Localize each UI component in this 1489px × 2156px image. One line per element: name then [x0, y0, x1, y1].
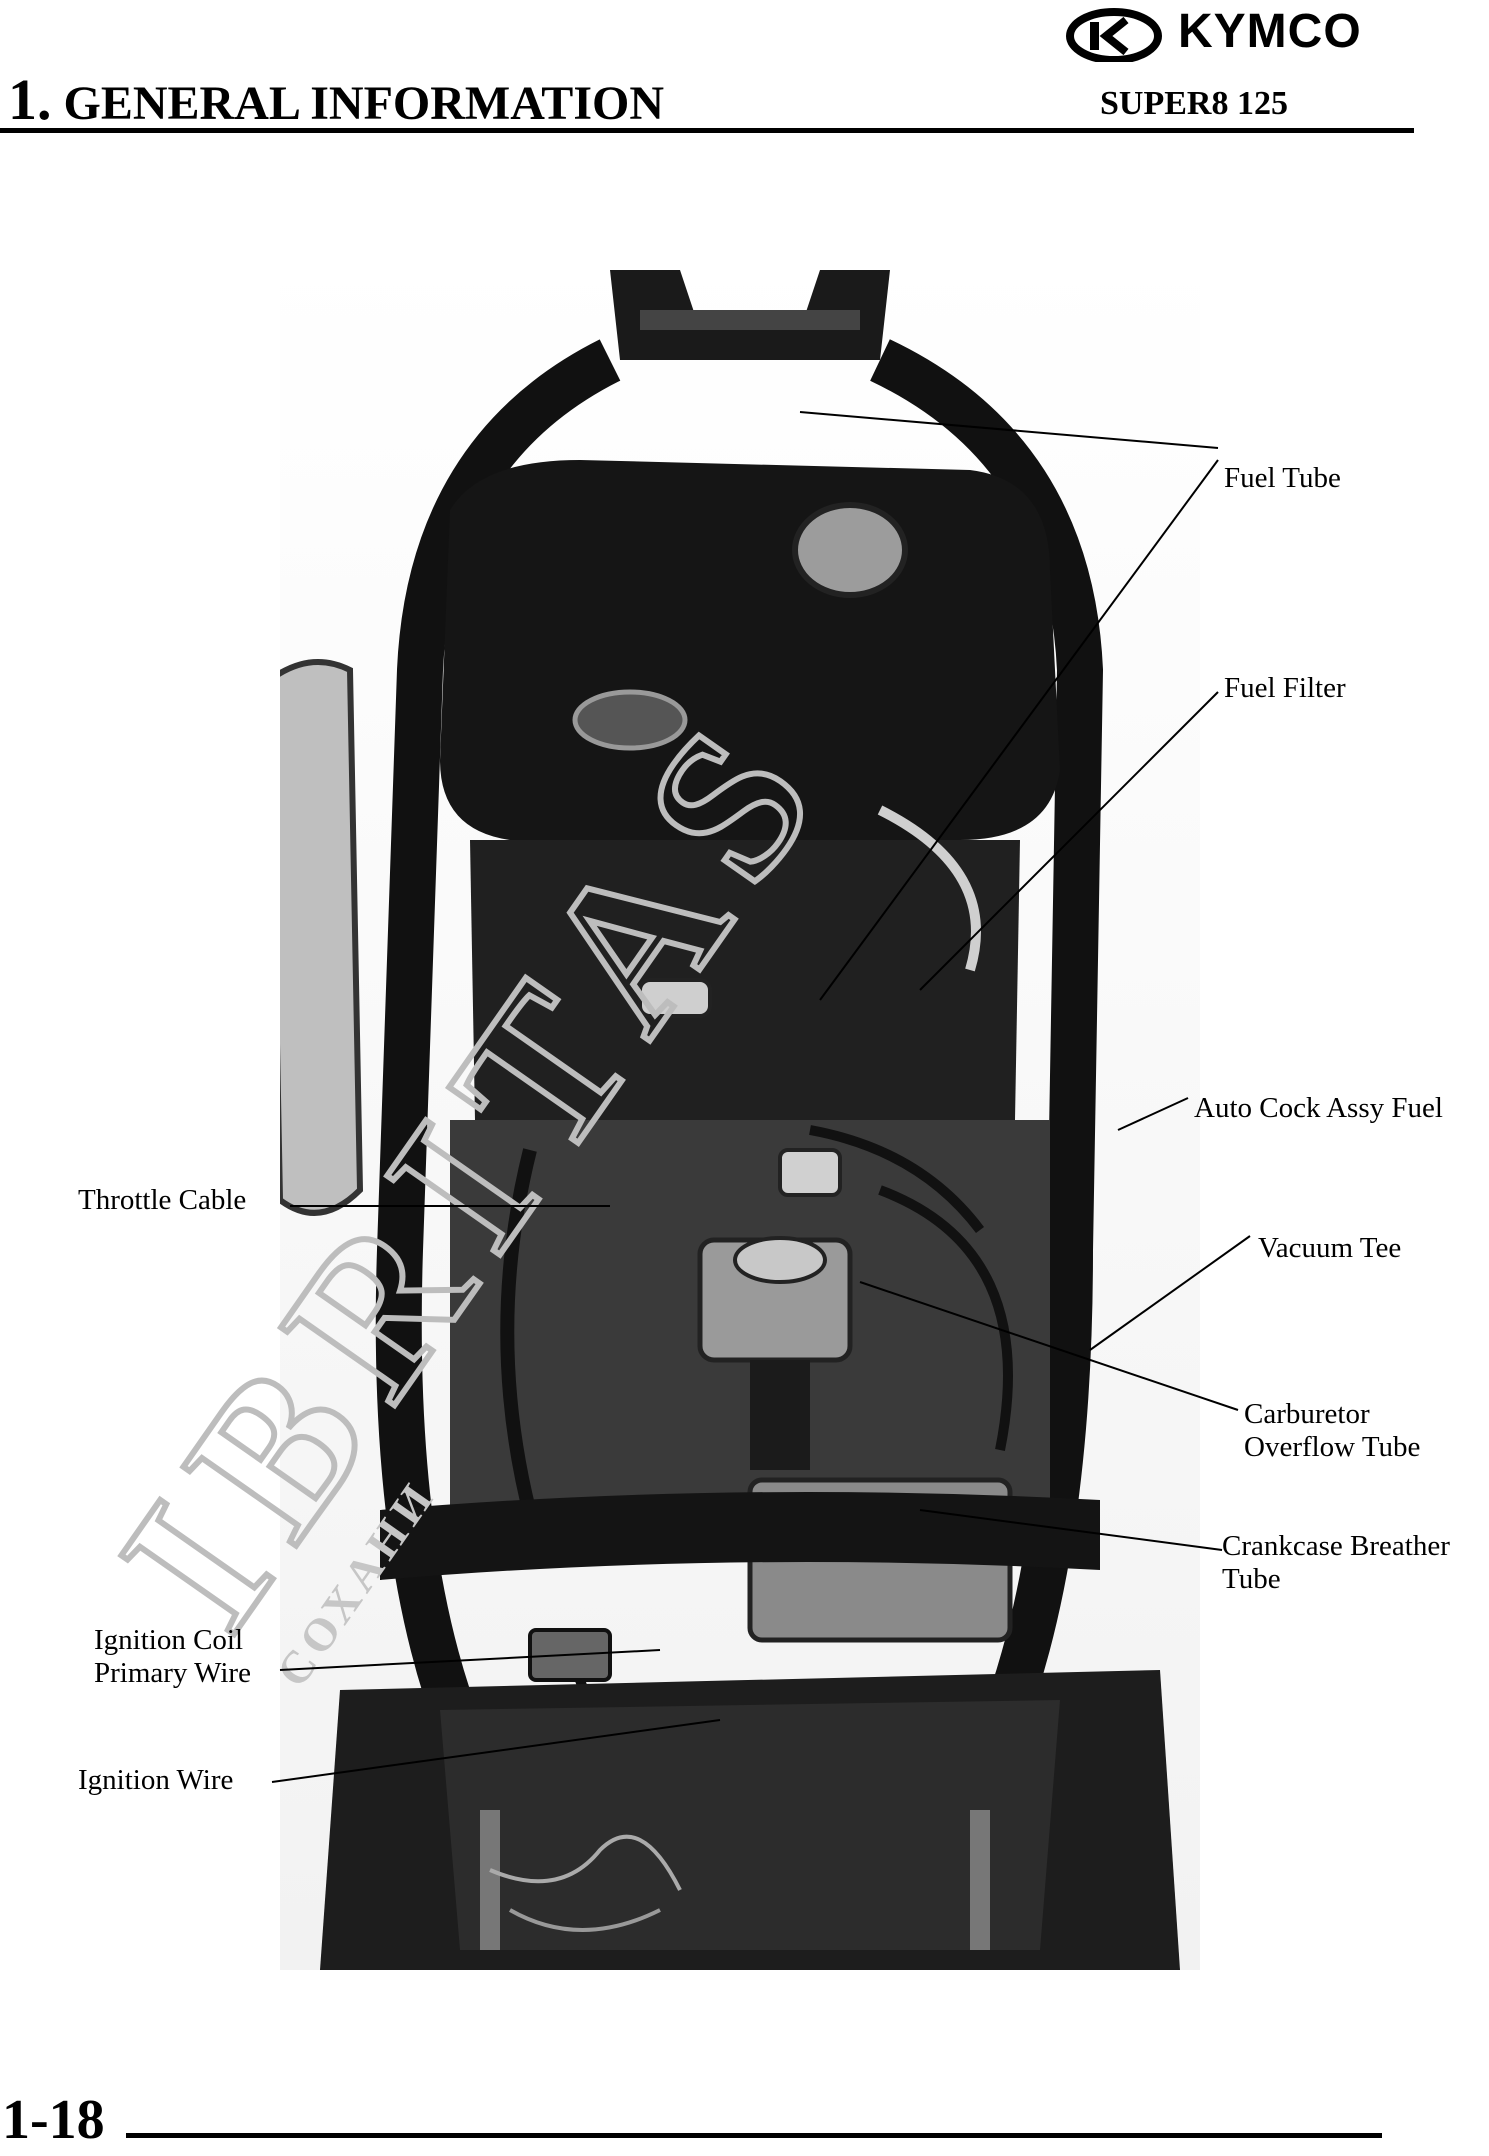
section-title-text: GENERAL INFORMATION [63, 77, 665, 130]
kymco-logo-mark [1066, 8, 1162, 62]
label-throttle-cable: Throttle Cable [78, 1184, 247, 1216]
ignition-coil [528, 1628, 612, 1682]
fuel-tank [440, 460, 1060, 840]
label-crankcase-line2: Tube [1222, 1563, 1281, 1595]
label-crankcase-line1: Crankcase Breather [1222, 1530, 1450, 1562]
label-vacuum-tee: Vacuum Tee [1258, 1232, 1402, 1264]
rear-carrier [610, 270, 890, 360]
intake-manifold [750, 1360, 810, 1470]
fuel-filter [638, 978, 712, 1018]
label-carburetor-overflow-tube: Carburetor Overflow Tube [1244, 1398, 1420, 1464]
label-ignition-coil-line2: Primary Wire [94, 1657, 251, 1689]
fuel-sender [572, 689, 688, 751]
label-ignition-coil-line1: Ignition Coil [94, 1624, 244, 1656]
label-crankcase-breather-tube: Crankcase Breather Tube [1222, 1530, 1450, 1596]
label-ignition-coil-primary-wire: Ignition Coil Primary Wire [94, 1624, 251, 1690]
footer-rule [126, 2133, 1382, 2138]
brand-wordmark: KYMCO [1178, 5, 1362, 58]
page-number: 1-18 [2, 2089, 105, 2151]
auto-cock [778, 1148, 842, 1197]
battery-box [470, 840, 1020, 1120]
section-title: 1. GENERAL INFORMATION [8, 71, 665, 132]
label-ignition-wire: Ignition Wire [78, 1764, 234, 1796]
muffler [280, 659, 364, 1216]
model-name: SUPER8 125 [1100, 85, 1288, 122]
section-number: 1. [8, 67, 52, 132]
fuel-cap [792, 502, 908, 598]
label-fuel-tube: Fuel Tube [1224, 462, 1341, 494]
header-rule [0, 128, 1414, 133]
label-auto-cock-assy-fuel: Auto Cock Assy Fuel [1194, 1092, 1443, 1124]
label-carburetor-line2: Overflow Tube [1244, 1431, 1421, 1463]
label-carburetor-line1: Carburetor [1244, 1398, 1370, 1430]
label-fuel-filter: Fuel Filter [1224, 672, 1346, 704]
scooter-frame-photo [280, 250, 1200, 1970]
frame-rail-left [375, 339, 621, 1739]
